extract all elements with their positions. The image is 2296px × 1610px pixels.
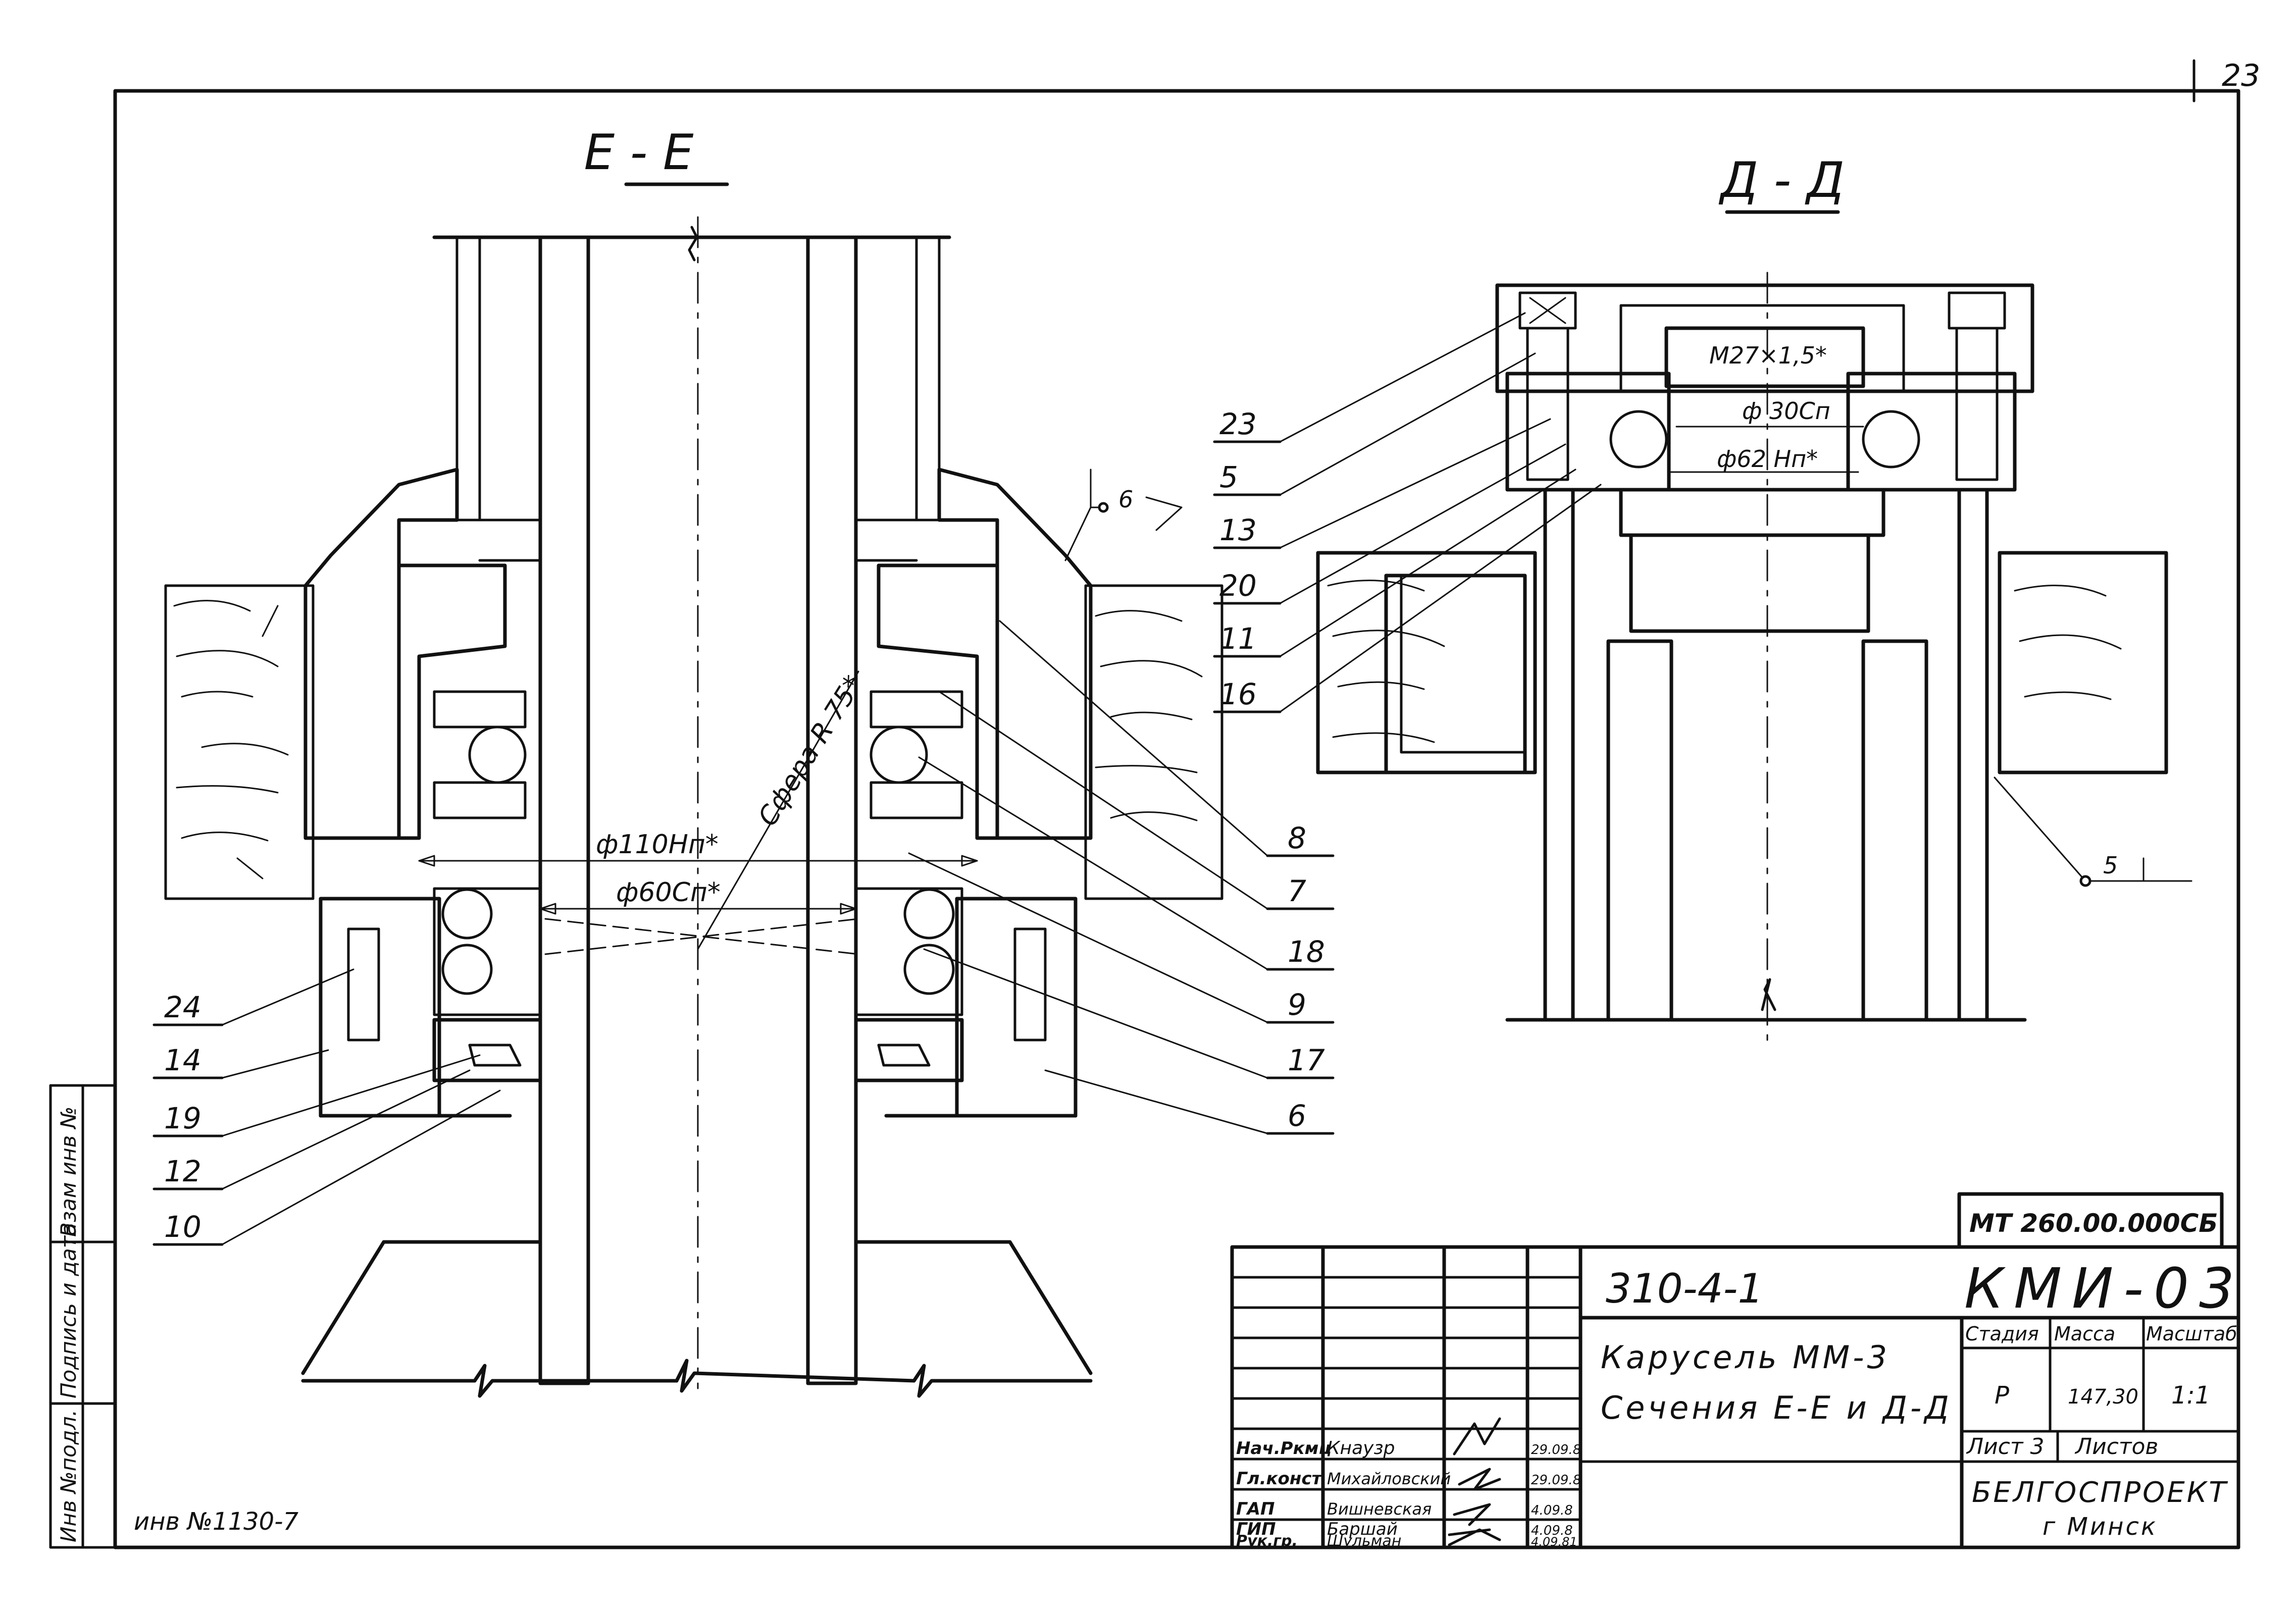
housing-right [937, 468, 1093, 840]
name-3: Баршай [1327, 1519, 1398, 1539]
role-2: ГАП [1236, 1499, 1274, 1519]
callout-11: 11 [1219, 621, 1257, 656]
city: г Минск [2043, 1513, 2158, 1541]
weld-top-number: 6 [1118, 486, 1133, 513]
name-4: Шульман [1327, 1532, 1401, 1550]
section-e-e-title: Е - Е [584, 124, 694, 181]
name-0: Кнаузр [1327, 1438, 1395, 1459]
section-d-d: Д - Д М27×1,5* ф 30Сп [1213, 152, 2192, 1041]
carousel-disc-left [164, 584, 1223, 900]
bottom-flanges [319, 897, 1078, 1118]
role-0: Нач.Ркмц [1236, 1438, 1332, 1459]
dim-d110: ф110Нп* [596, 829, 719, 860]
doc-code: МТ 260.00.000СБ [1969, 1209, 2218, 1238]
section-e-e: Е - Е [152, 124, 1335, 1398]
callouts-right: 23 5 13 20 11 16 [1213, 312, 1602, 713]
weld-symbol-right: 5 [1994, 776, 2192, 887]
header-stage: Стадия [1965, 1323, 2039, 1345]
callout-19: 19 [164, 1101, 201, 1135]
callout-12: 12 [164, 1154, 201, 1188]
weld-symbol-top: 6 [1064, 469, 1183, 561]
callout-16: 16 [1219, 677, 1257, 711]
callouts-left: 24 14 19 12 10 [152, 968, 501, 1246]
base-left [301, 1240, 1093, 1375]
callout-9: 9 [1288, 988, 1306, 1022]
callout-17: 17 [1288, 1043, 1325, 1077]
callout-24: 24 [164, 990, 201, 1024]
role-4: Рук.гр. [1236, 1532, 1298, 1550]
date-1: 29.09.8 [1531, 1473, 1581, 1488]
sheets-label: Листов [2074, 1434, 2158, 1460]
page-number: 23 [2192, 58, 2260, 102]
header-scale: Масштаб [2146, 1323, 2237, 1345]
value-mass: 147,30 [2068, 1385, 2138, 1409]
date-2: 4.09.8 [1531, 1503, 1573, 1518]
callout-18: 18 [1288, 934, 1325, 969]
outer-tubes [455, 236, 941, 562]
callout-5: 5 [1219, 460, 1238, 494]
header-mass: Масса [2054, 1323, 2115, 1345]
date-4: 4.09.81 [1531, 1535, 1577, 1549]
callout-6: 6 [1288, 1099, 1306, 1133]
value-scale: 1:1 [2171, 1381, 2210, 1410]
title-line-2: Сечения Е-Е и Д-Д [1601, 1389, 1952, 1426]
section-d-d-title: Д - Д [1718, 152, 1845, 209]
role-1: Гл.конст [1236, 1469, 1323, 1489]
dim-d30: ф 30Сп [1742, 397, 1830, 425]
dim-thread: М27×1,5* [1709, 342, 1827, 369]
callouts-middle: 8 7 18 9 17 6 [908, 620, 1335, 1135]
sheet-label: Лист 3 [1966, 1434, 2044, 1460]
weld-right-number: 5 [2103, 852, 2118, 879]
callout-20: 20 [1219, 568, 1257, 603]
title-block: МТ 260.00.000СБ Нач.Ркмц Кнаузр 29.09.8 … [1230, 1192, 2244, 1550]
dim-sphere: Сфера R 75* [752, 670, 869, 832]
callout-23: 23 [1219, 407, 1257, 441]
role-3: ГИП [1236, 1519, 1276, 1539]
callout-10: 10 [164, 1210, 201, 1244]
title-line-1: Карусель ММ-3 [1601, 1339, 1890, 1376]
value-stage: Р [1995, 1381, 2009, 1410]
callout-13: 13 [1219, 513, 1257, 547]
side-stamp: Инв №подл. Подпись и дата Взам инв № [49, 1084, 117, 1549]
drawing-frame [113, 89, 2240, 1549]
date-0: 29.09.8 [1531, 1442, 1581, 1458]
project-number: 310-4-1 [1606, 1265, 1763, 1312]
stamp-inv-original: Инв №подл. [56, 1410, 81, 1542]
callout-7: 7 [1288, 874, 1306, 908]
page-number-text: 23 [2222, 58, 2260, 93]
name-2: Вишневская [1327, 1499, 1432, 1519]
name-1: Михайловский [1327, 1469, 1451, 1488]
stamp-signature-date: Подпись и дата [56, 1223, 81, 1398]
callout-14: 14 [164, 1043, 201, 1077]
bearing-left [433, 690, 542, 1016]
date-3: 4.09.8 [1531, 1523, 1573, 1538]
organization: БЕЛГОСПРОЕКТ [1972, 1476, 2228, 1509]
drawing-mark: КМИ-03 [1964, 1256, 2244, 1321]
bearing-right [854, 690, 963, 1016]
dim-d60: ф60Сп* [616, 877, 721, 908]
signature-rows: Нач.Ркмц Кнаузр 29.09.8 Гл.конст Михайло… [1236, 1417, 1581, 1550]
stamp-replaced-inv: Взам инв № [56, 1107, 81, 1237]
dim-d62: ф62 Нп* [1717, 445, 1818, 473]
callout-8: 8 [1288, 821, 1306, 855]
inventory-number: инв №1130-7 [134, 1508, 299, 1536]
housing-left [303, 468, 459, 840]
